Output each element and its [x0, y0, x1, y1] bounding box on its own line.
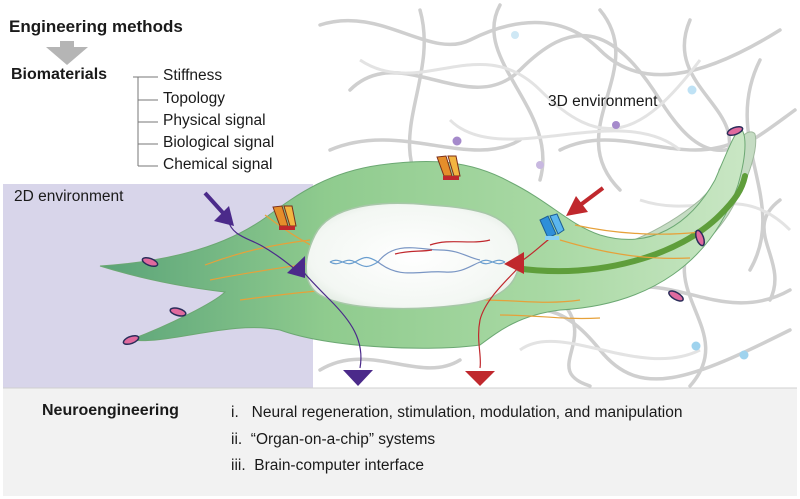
neuro-item-regeneration: i. Neural regeneration, stimulation, mod… — [231, 404, 683, 421]
receptor-left — [272, 205, 297, 230]
properties-bracket — [133, 76, 158, 167]
molecules — [452, 31, 749, 360]
focal-adhesions — [122, 125, 744, 346]
receptor-top — [436, 155, 461, 180]
neuroengineering-panel — [3, 388, 797, 496]
receptor-blue — [539, 213, 565, 240]
engineering-methods-title: Engineering methods — [9, 17, 183, 36]
three-d-environment-label: 3D environment — [548, 93, 658, 110]
property-topology: Topology — [163, 90, 226, 107]
two-d-environment-label: 2D environment — [14, 188, 124, 205]
neuroengineering-label: Neuroengineering — [42, 402, 179, 419]
biomaterials-label: Biomaterials — [11, 66, 108, 83]
property-biological-signal: Biological signal — [163, 134, 275, 151]
neuro-item-brain-computer: iii. Brain-computer interface — [231, 457, 424, 474]
axon-core — [512, 173, 748, 274]
property-stiffness: Stiffness — [163, 67, 223, 84]
hydrogel-fibers-light — [359, 58, 792, 361]
property-chemical-signal: Chemical signal — [163, 156, 273, 173]
dna-helix — [329, 239, 506, 274]
nucleus — [305, 202, 520, 310]
neuro-item-organ-on-chip: ii. “Organ-on-a-chip” systems — [231, 431, 436, 448]
red-signal-pathway — [465, 186, 605, 386]
property-physical-signal: Physical signal — [163, 112, 266, 129]
flow-arrow-icon — [46, 41, 88, 65]
purple-signal-pathway — [203, 191, 373, 386]
